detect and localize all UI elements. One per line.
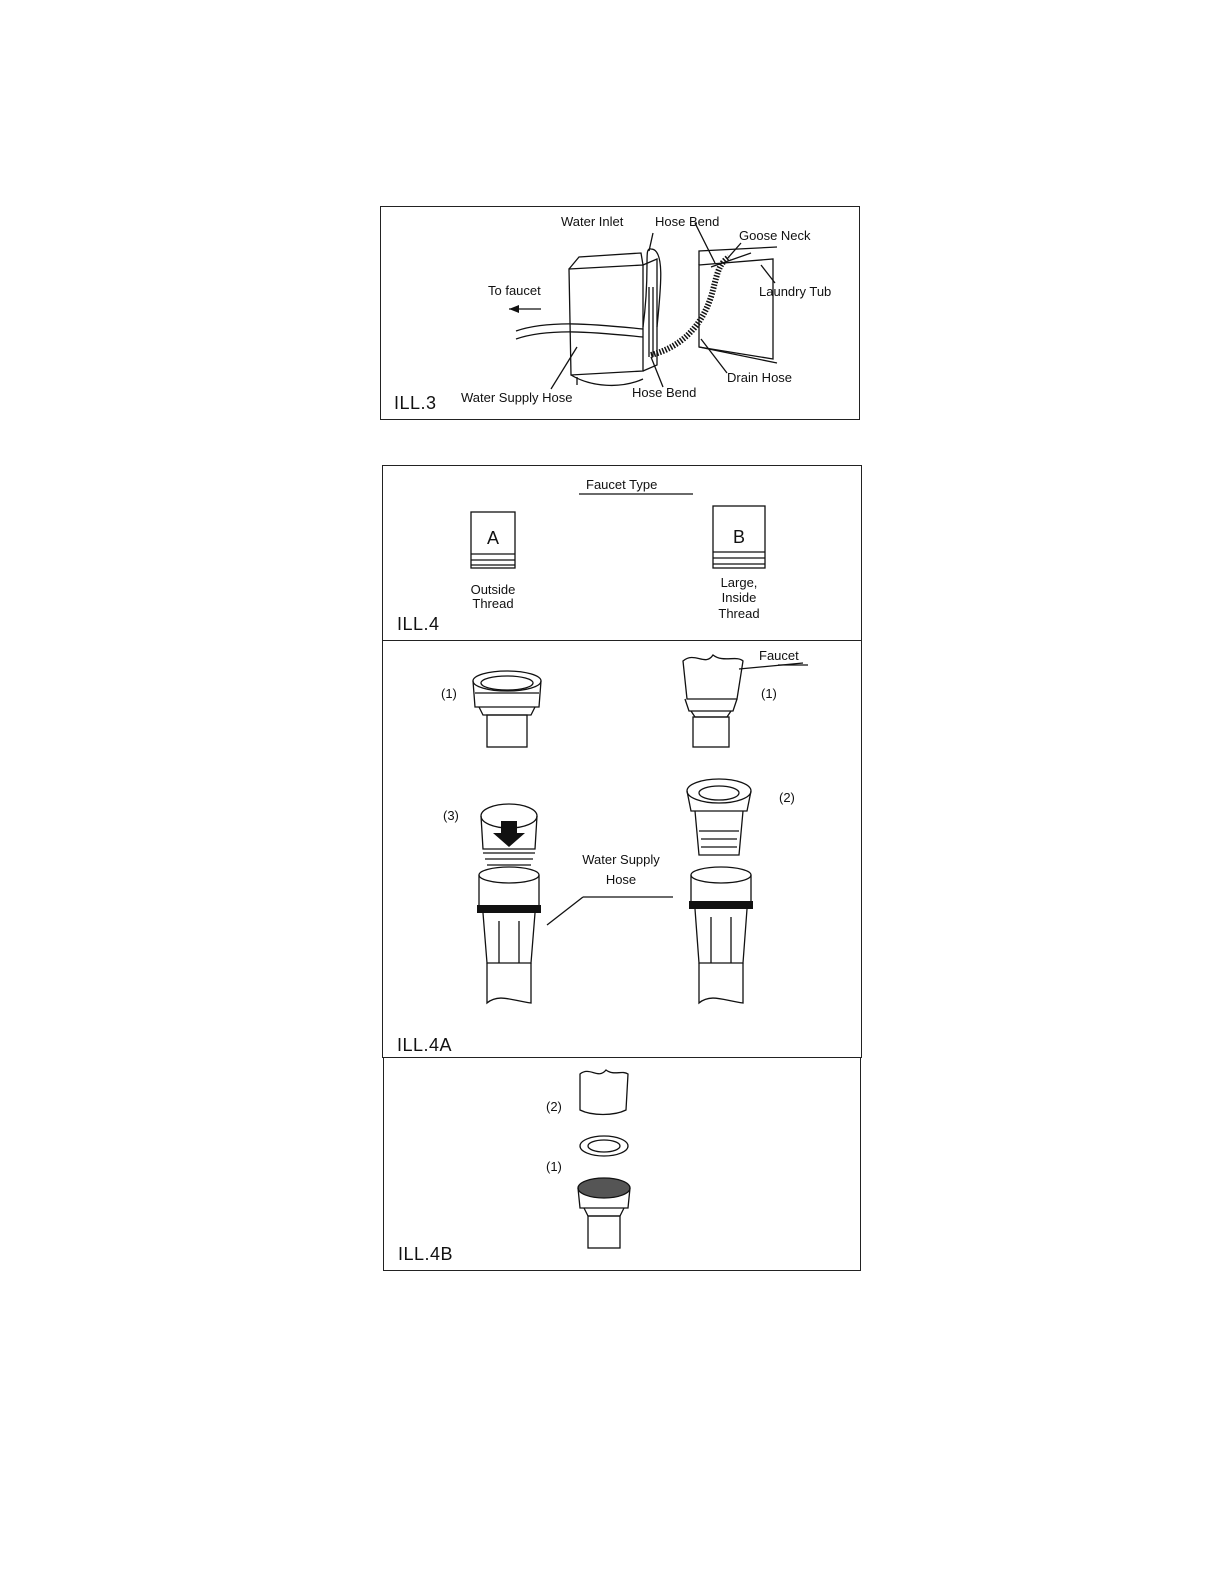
ill4-id: ILL.4 [397, 614, 440, 635]
label-hose-bend-top: Hose Bend [655, 215, 719, 230]
ill4b-drawing [384, 1058, 862, 1272]
water-supply-line2: Hose [571, 873, 671, 888]
label-hose-bend-bottom: Hose Bend [632, 386, 696, 401]
ill3-id: ILL.3 [394, 393, 437, 414]
step-right-2: (2) [779, 791, 795, 806]
label-drain-hose: Drain Hose [727, 371, 792, 386]
type-b-line2: Inside [709, 591, 769, 606]
step-right-1: (1) [761, 687, 777, 702]
label-water-inlet: Water Inlet [561, 215, 623, 230]
ill4a-panel: (1) (1) Faucet (2) (3) Water Supply Hose… [382, 640, 862, 1058]
ill4-drawing [383, 466, 863, 642]
step-left-3: (3) [443, 809, 459, 824]
ill4-panel: Faucet Type A Outside Thread B Large, In… [382, 465, 862, 641]
ill3-panel: Water Inlet Hose Bend Goose Neck To fauc… [380, 206, 860, 420]
label-to-faucet: To faucet [488, 284, 541, 299]
step-4b-1: (1) [546, 1160, 562, 1175]
ill4a-id: ILL.4A [397, 1035, 452, 1056]
type-b-letter: B [713, 527, 765, 548]
step-4b-2: (2) [546, 1100, 562, 1115]
water-supply-line1: Water Supply [571, 853, 671, 868]
label-water-supply-hose: Water Supply Hose [461, 391, 573, 406]
step-left-1: (1) [441, 687, 457, 702]
type-a-line2: Thread [463, 597, 523, 612]
type-b-line3: Thread [709, 607, 769, 622]
ill4a-drawing [383, 641, 863, 1059]
type-a-letter: A [471, 528, 515, 549]
label-goose-neck: Goose Neck [739, 229, 811, 244]
ill4b-panel: (2) (1) ILL.4B [383, 1057, 861, 1271]
label-laundry-tub: Laundry Tub [759, 285, 831, 300]
ill4b-id: ILL.4B [398, 1244, 453, 1265]
faucet-label: Faucet [759, 649, 799, 664]
type-b-line1: Large, [709, 576, 769, 591]
